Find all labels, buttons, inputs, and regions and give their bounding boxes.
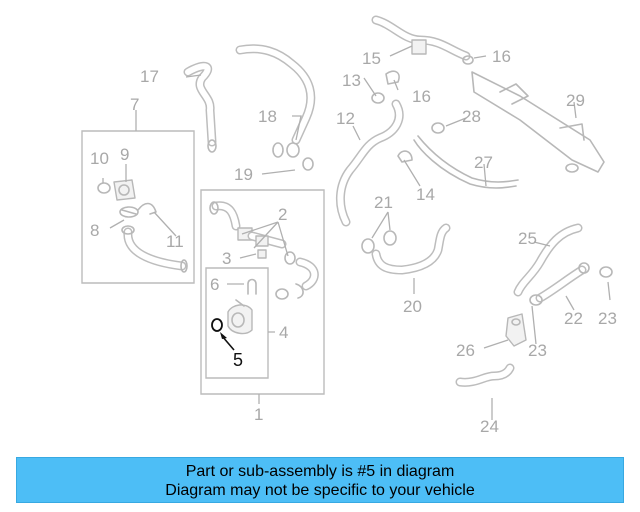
callout-19: 19 — [234, 165, 253, 184]
callout-12: 12 — [336, 109, 355, 128]
callout-23a: 23 — [598, 309, 617, 328]
callout-23b: 23 — [528, 341, 547, 360]
part-27-pipe — [413, 135, 519, 189]
callout-16a: 16 — [492, 47, 511, 66]
leader-lines — [102, 45, 611, 420]
part-23-clamps — [529, 266, 613, 306]
part-3-clip — [257, 249, 267, 259]
part-7-hose — [121, 225, 188, 273]
callout-9: 9 — [120, 145, 129, 164]
part-6-clip — [247, 278, 257, 295]
callout-2: 2 — [278, 205, 287, 224]
callout-1: 1 — [254, 405, 263, 424]
callout-15: 15 — [362, 49, 381, 68]
callout-16b: 16 — [412, 87, 431, 106]
part-22-hose — [535, 262, 590, 303]
part-14-clamp — [397, 150, 413, 163]
callout-24: 24 — [480, 417, 499, 436]
part-12-hose — [336, 99, 404, 227]
callout-13: 13 — [342, 71, 361, 90]
part-11-bracket — [137, 202, 157, 215]
part-15-pipe — [371, 15, 471, 61]
part-10-gasket — [97, 182, 111, 194]
callout-22: 22 — [564, 309, 583, 328]
callout-18: 18 — [258, 107, 277, 126]
part-18-hose — [235, 44, 316, 158]
part-5-o-ring — [211, 318, 223, 332]
banner-line-2: Diagram may not be specific to your vehi… — [165, 482, 475, 499]
callout-25: 25 — [518, 229, 537, 248]
part-9-flange — [113, 179, 136, 201]
leader-5-arrow — [220, 332, 227, 339]
part-16-clamps — [385, 55, 474, 85]
callout-7: 7 — [130, 95, 139, 114]
part-21-gaskets — [361, 230, 397, 254]
part-29-rail — [471, 71, 605, 173]
group-box-4 — [205, 267, 269, 379]
part-28-gasket — [431, 122, 445, 134]
part-8-clamp — [119, 206, 139, 218]
banner-line-1: Part or sub-assembly is #5 in diagram — [185, 463, 455, 480]
callout-27: 27 — [474, 153, 493, 172]
callout-6: 6 — [210, 275, 219, 294]
part-25-hose — [513, 223, 583, 297]
callout-8: 8 — [90, 221, 99, 240]
part-20-pipe — [371, 223, 451, 275]
part-13-clamp — [371, 92, 385, 104]
callout-3: 3 — [222, 249, 231, 268]
callout-4: 4 — [279, 323, 288, 342]
callout-20: 20 — [403, 297, 422, 316]
part-clamp-right — [275, 283, 304, 300]
group-box-1 — [200, 189, 325, 395]
group-box-7 — [81, 130, 195, 284]
part-17-pipe — [183, 61, 217, 153]
callout-26: 26 — [456, 341, 475, 360]
callout-21: 21 — [374, 193, 393, 212]
part-2-hoses — [209, 201, 319, 291]
callout-17: 17 — [140, 67, 159, 86]
part-19-gaskets — [272, 142, 314, 171]
part-26-fitting — [505, 313, 527, 347]
callout-29: 29 — [566, 91, 585, 110]
part-24-hose — [455, 363, 515, 387]
callout-10: 10 — [90, 149, 109, 168]
callout-28: 28 — [462, 107, 481, 126]
callout-14: 14 — [416, 185, 435, 204]
callout-11: 11 — [166, 232, 184, 251]
info-banner: Part or sub-assembly is #5 in diagram Di… — [16, 457, 624, 503]
part-4-housing — [227, 299, 253, 335]
callout-5: 5 — [233, 350, 243, 370]
